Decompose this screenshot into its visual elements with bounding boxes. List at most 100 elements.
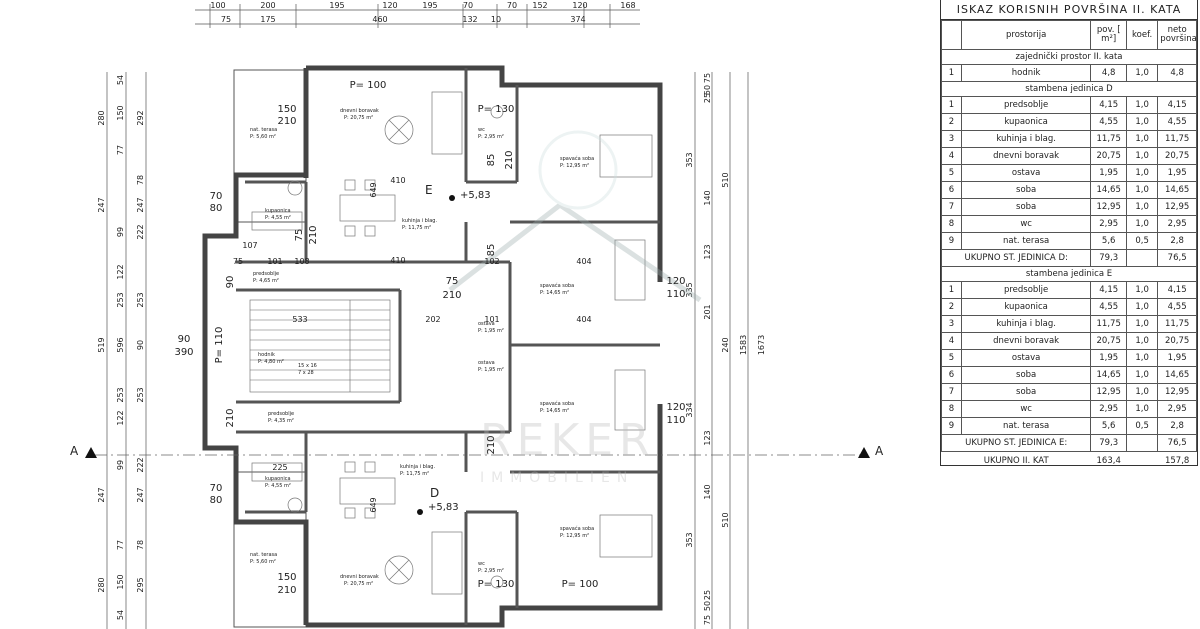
door-code: P= 130: [478, 579, 515, 590]
header-cell: neto površina: [1157, 20, 1197, 50]
room-area: P: 11,75 m²: [402, 225, 431, 231]
table-cell: 4,55: [1157, 298, 1197, 316]
door-code: 80: [210, 495, 223, 506]
watermark: REKER IMMOBILIEN: [448, 130, 702, 486]
dim: 99: [116, 227, 125, 237]
header-cell: [941, 20, 962, 50]
room-dim: 101: [267, 257, 282, 266]
table-cell: dnevni boravak: [960, 332, 1092, 350]
dim: 280: [97, 577, 106, 592]
table-cell: 1: [941, 96, 962, 114]
room-area: P: 14,65 m²: [540, 408, 569, 414]
table-cell: wc: [960, 400, 1092, 418]
section-line: A A: [70, 444, 884, 458]
table-cell: 11,75: [1090, 315, 1127, 333]
table-cell: 20,75: [1090, 147, 1127, 165]
table-cell: 4: [941, 332, 962, 350]
table-cell: 5: [941, 164, 962, 182]
table-cell: 9: [941, 232, 962, 250]
table-cell: 12,95: [1090, 198, 1127, 216]
table-cell: predsoblje: [960, 96, 1092, 114]
room-area: P: 2,95 m²: [478, 568, 504, 574]
dim: 247: [136, 197, 145, 212]
dim: 120: [382, 1, 397, 10]
table-cell: 163,4: [1096, 456, 1121, 466]
table-cell: 20,75: [1157, 332, 1197, 350]
door-code: 70: [210, 191, 223, 202]
table-cell: 6: [941, 181, 962, 199]
section-heading-row: stambena jedinica E: [941, 266, 1197, 282]
table-cell: 8: [941, 215, 962, 233]
dim: 334: [685, 402, 694, 417]
top-dimension-chain: [195, 4, 640, 28]
header-cell: prostorija: [960, 20, 1092, 50]
dim: 247: [97, 197, 106, 212]
right-dims: 75 50 25 353 510 140 123 335 201 240 158…: [685, 73, 766, 625]
table-cell: 20,75: [1157, 147, 1197, 165]
table-cell: [1126, 452, 1157, 471]
table-cell: 12,95: [1157, 198, 1197, 216]
table-cell: 79,3: [1090, 249, 1127, 267]
dim: 200: [260, 1, 275, 10]
door-code: P= 100: [562, 579, 599, 590]
room-tags: dnevni boravak P: 20,75 m² nat. terasa P…: [250, 108, 594, 587]
door-code: 75: [294, 229, 305, 242]
dim: 75: [221, 15, 231, 24]
dim: 195: [422, 1, 437, 10]
dim: 1583: [739, 335, 748, 355]
table-cell: 4,55: [1090, 298, 1127, 316]
table-cell: [1125, 434, 1159, 452]
room-dim: 404: [576, 315, 591, 324]
table-cell: 12,95: [1090, 383, 1127, 401]
table-cell: 1,0: [1125, 315, 1159, 333]
table-cell: hodnik: [960, 64, 1092, 82]
dim: 510: [721, 172, 730, 187]
area-table-title: ISKAZ KORISNIH POVRŠINA II. KATA: [941, 0, 1197, 20]
table-cell: soba: [960, 181, 1092, 199]
section-marker-right-icon: [858, 447, 870, 458]
table-cell: 5,6: [1090, 232, 1127, 250]
header-cell: koef.: [1125, 20, 1159, 50]
table-cell: 0,5: [1125, 232, 1159, 250]
room-name: predsoblje: [253, 271, 279, 277]
table-cell: 1,95: [1157, 164, 1197, 182]
room-area: P: 11,75 m²: [400, 471, 429, 477]
unit-label-d: D: [430, 486, 439, 500]
dim: 295: [136, 577, 145, 592]
room-name: dnevni boravak: [340, 574, 379, 580]
dim: 175: [260, 15, 275, 24]
table-cell: soba: [960, 366, 1092, 384]
door-code: 210: [486, 435, 497, 454]
table-cell: kuhinja i blag.: [960, 315, 1092, 333]
room-name: spavaća soba: [540, 400, 574, 407]
room-dim: 102: [484, 257, 499, 266]
table-cell: [1125, 249, 1159, 267]
top-dims-row2: 75 175 460 132 10 374: [221, 15, 586, 24]
table-cell: 7: [941, 198, 962, 216]
door-code: P= 130: [478, 104, 515, 115]
staircase: [249, 299, 391, 393]
table-cell: 1,0: [1125, 181, 1159, 199]
dim: 50: [703, 85, 712, 95]
table-cell: 4: [941, 147, 962, 165]
area-table: ISKAZ KORISNIH POVRŠINA II. KATA prostor…: [940, 0, 1198, 466]
room-dims: 410 410 107 101 108 102 404 404 202 101 …: [233, 176, 592, 513]
room-name: ostava: [478, 321, 495, 327]
stair-spec: 7 x 28: [298, 370, 314, 376]
table-cell: 1,0: [1125, 164, 1159, 182]
door-code: 210: [308, 225, 319, 244]
furniture: [251, 91, 653, 595]
dim: 75: [703, 615, 712, 625]
room-dim: 404: [576, 257, 591, 266]
dim: 195: [329, 1, 344, 10]
door-codes: 150 210 70 80 75 210 85 210 120 110 90 3…: [174, 80, 685, 596]
table-cell: 4,55: [1157, 113, 1197, 131]
